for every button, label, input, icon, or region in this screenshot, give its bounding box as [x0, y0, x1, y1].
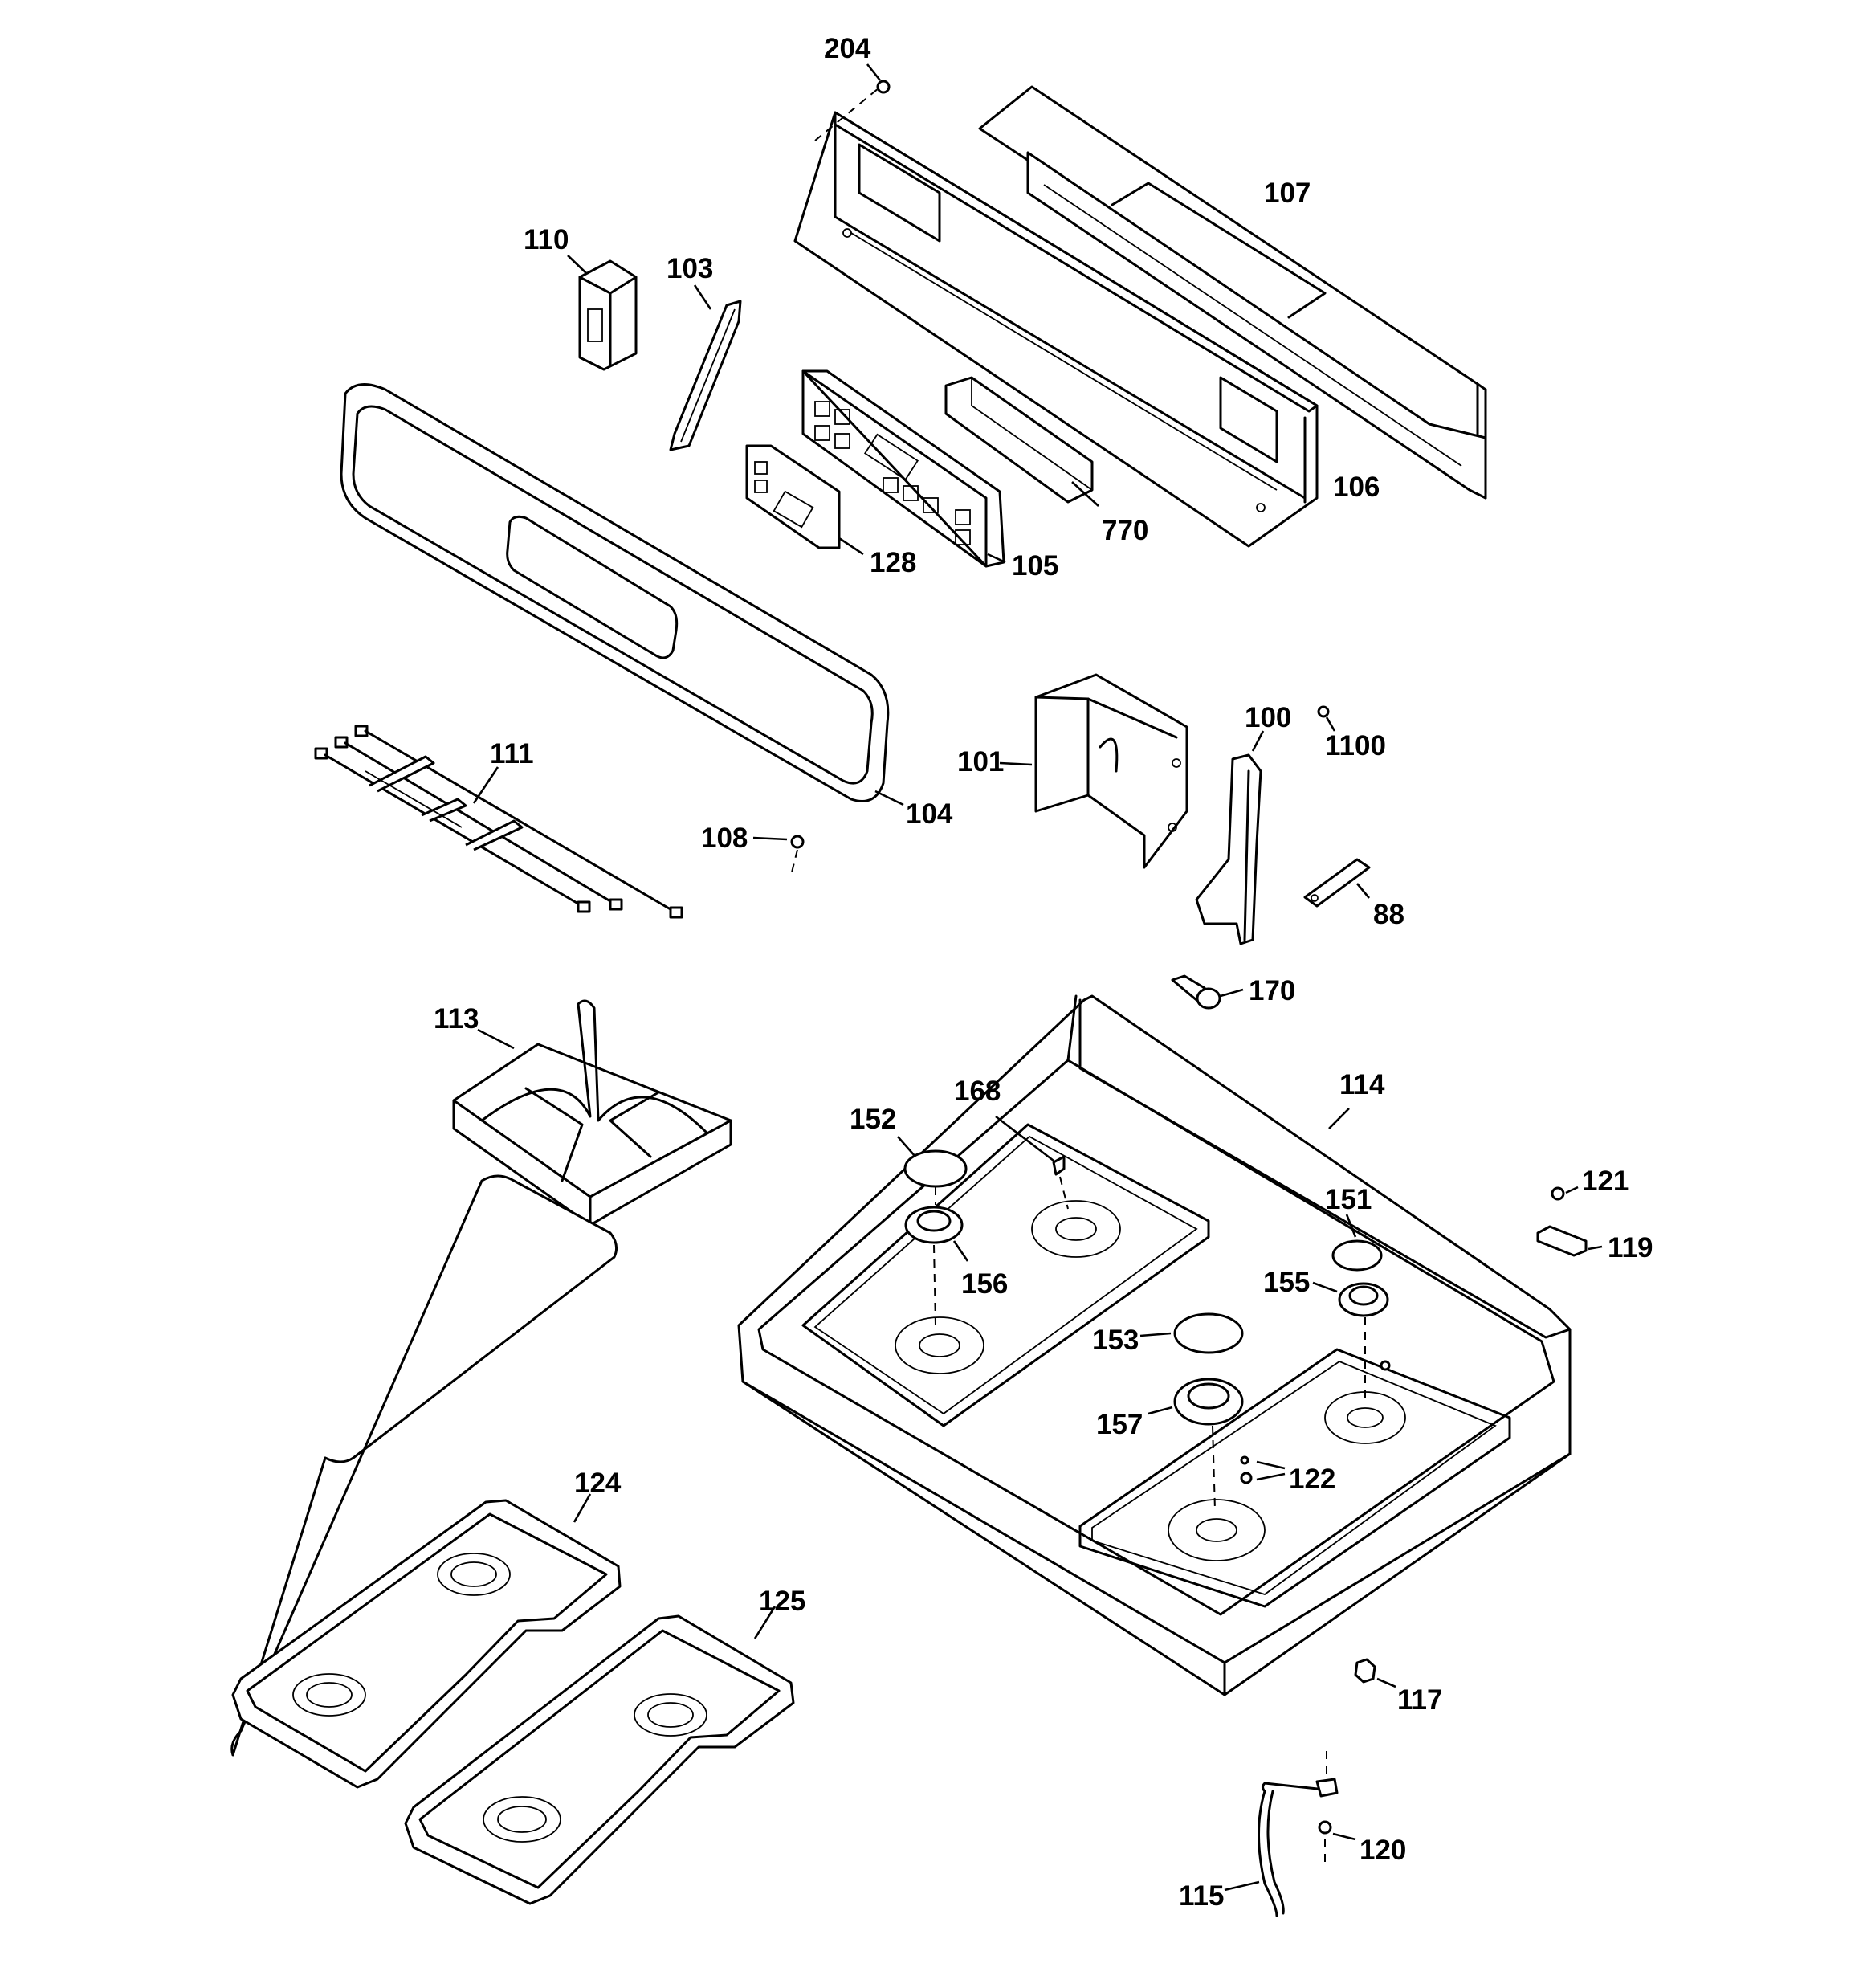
- label-124: 124: [574, 1468, 622, 1499]
- label-110: 110: [524, 224, 569, 255]
- part-104-control-panel: [340, 383, 904, 806]
- label-104: 104: [906, 798, 953, 830]
- label-121: 121: [1582, 1165, 1629, 1197]
- label-204: 204: [824, 33, 871, 64]
- part-107-top-cover: [978, 85, 1487, 500]
- label-107: 107: [1264, 178, 1311, 209]
- label-113: 113: [434, 1003, 479, 1035]
- part-114-cooktop: [737, 994, 1572, 1696]
- part-88-clip: [1303, 858, 1371, 908]
- label-155: 155: [1263, 1267, 1310, 1298]
- label-114: 114: [1339, 1069, 1385, 1100]
- part-110-component-box: [567, 255, 638, 371]
- part-204-screw: [866, 63, 891, 94]
- part-168-orifice: [995, 1115, 1069, 1210]
- part-120-screw: [1318, 1820, 1356, 1863]
- label-108: 108: [701, 823, 748, 854]
- part-125-drip-pan: [404, 1606, 795, 1905]
- part-770-strip: [944, 376, 1099, 507]
- label-152: 152: [850, 1104, 896, 1135]
- part-113-grate: [452, 999, 732, 1227]
- label-115: 115: [1179, 1880, 1224, 1912]
- label-125: 125: [759, 1586, 805, 1617]
- part-122-screws: [1240, 1360, 1391, 1484]
- part-170-screw: [1171, 974, 1244, 1010]
- part-153-burner-cap: [1139, 1312, 1244, 1354]
- part-103-bracket: [669, 284, 742, 451]
- label-119: 119: [1608, 1232, 1653, 1263]
- label-100: 100: [1245, 702, 1291, 733]
- label-103: 103: [667, 253, 713, 284]
- part-106-backguard-panel: [793, 84, 1319, 548]
- label-170: 170: [1249, 975, 1295, 1006]
- part-157-burner-head: [1148, 1378, 1244, 1511]
- part-117-nut: [1354, 1658, 1396, 1688]
- label-120: 120: [1360, 1835, 1406, 1866]
- part-121-screw: [1551, 1186, 1579, 1201]
- part-151-burner-cap: [1331, 1214, 1383, 1272]
- label-106: 106: [1333, 471, 1380, 503]
- label-117: 117: [1397, 1684, 1442, 1716]
- part-124-drip-pan: [230, 1174, 622, 1789]
- callout-labels: 204 107 110 103 106 770 128 105 111 104 …: [434, 33, 1653, 1912]
- label-111: 111: [490, 738, 534, 769]
- label-168: 168: [954, 1076, 1001, 1107]
- label-105: 105: [1012, 550, 1058, 582]
- label-101: 101: [957, 746, 1004, 778]
- label-1100: 1100: [1325, 730, 1386, 761]
- label-122: 122: [1289, 1463, 1335, 1495]
- label-128: 128: [870, 547, 916, 578]
- label-156: 156: [961, 1268, 1008, 1300]
- part-115-spring: [1224, 1751, 1339, 1917]
- part-119-bracket: [1536, 1225, 1603, 1257]
- part-1100-screw: [1317, 705, 1336, 732]
- part-100-end-cap: [1195, 730, 1265, 945]
- part-111-wire-harness: [314, 725, 683, 919]
- label-153: 153: [1092, 1325, 1139, 1356]
- part-152-burner-cap: [897, 1136, 968, 1205]
- part-128-overlay: [745, 444, 864, 556]
- label-151: 151: [1325, 1184, 1372, 1215]
- part-105-control-board: [801, 369, 1006, 568]
- label-157: 157: [1096, 1409, 1143, 1440]
- label-88: 88: [1373, 899, 1404, 930]
- label-770: 770: [1102, 515, 1148, 546]
- part-156-burner-head: [904, 1206, 969, 1326]
- part-155-burner-head: [1312, 1281, 1389, 1398]
- part-108-screw: [752, 835, 805, 876]
- part-101-side-bracket: [999, 673, 1188, 869]
